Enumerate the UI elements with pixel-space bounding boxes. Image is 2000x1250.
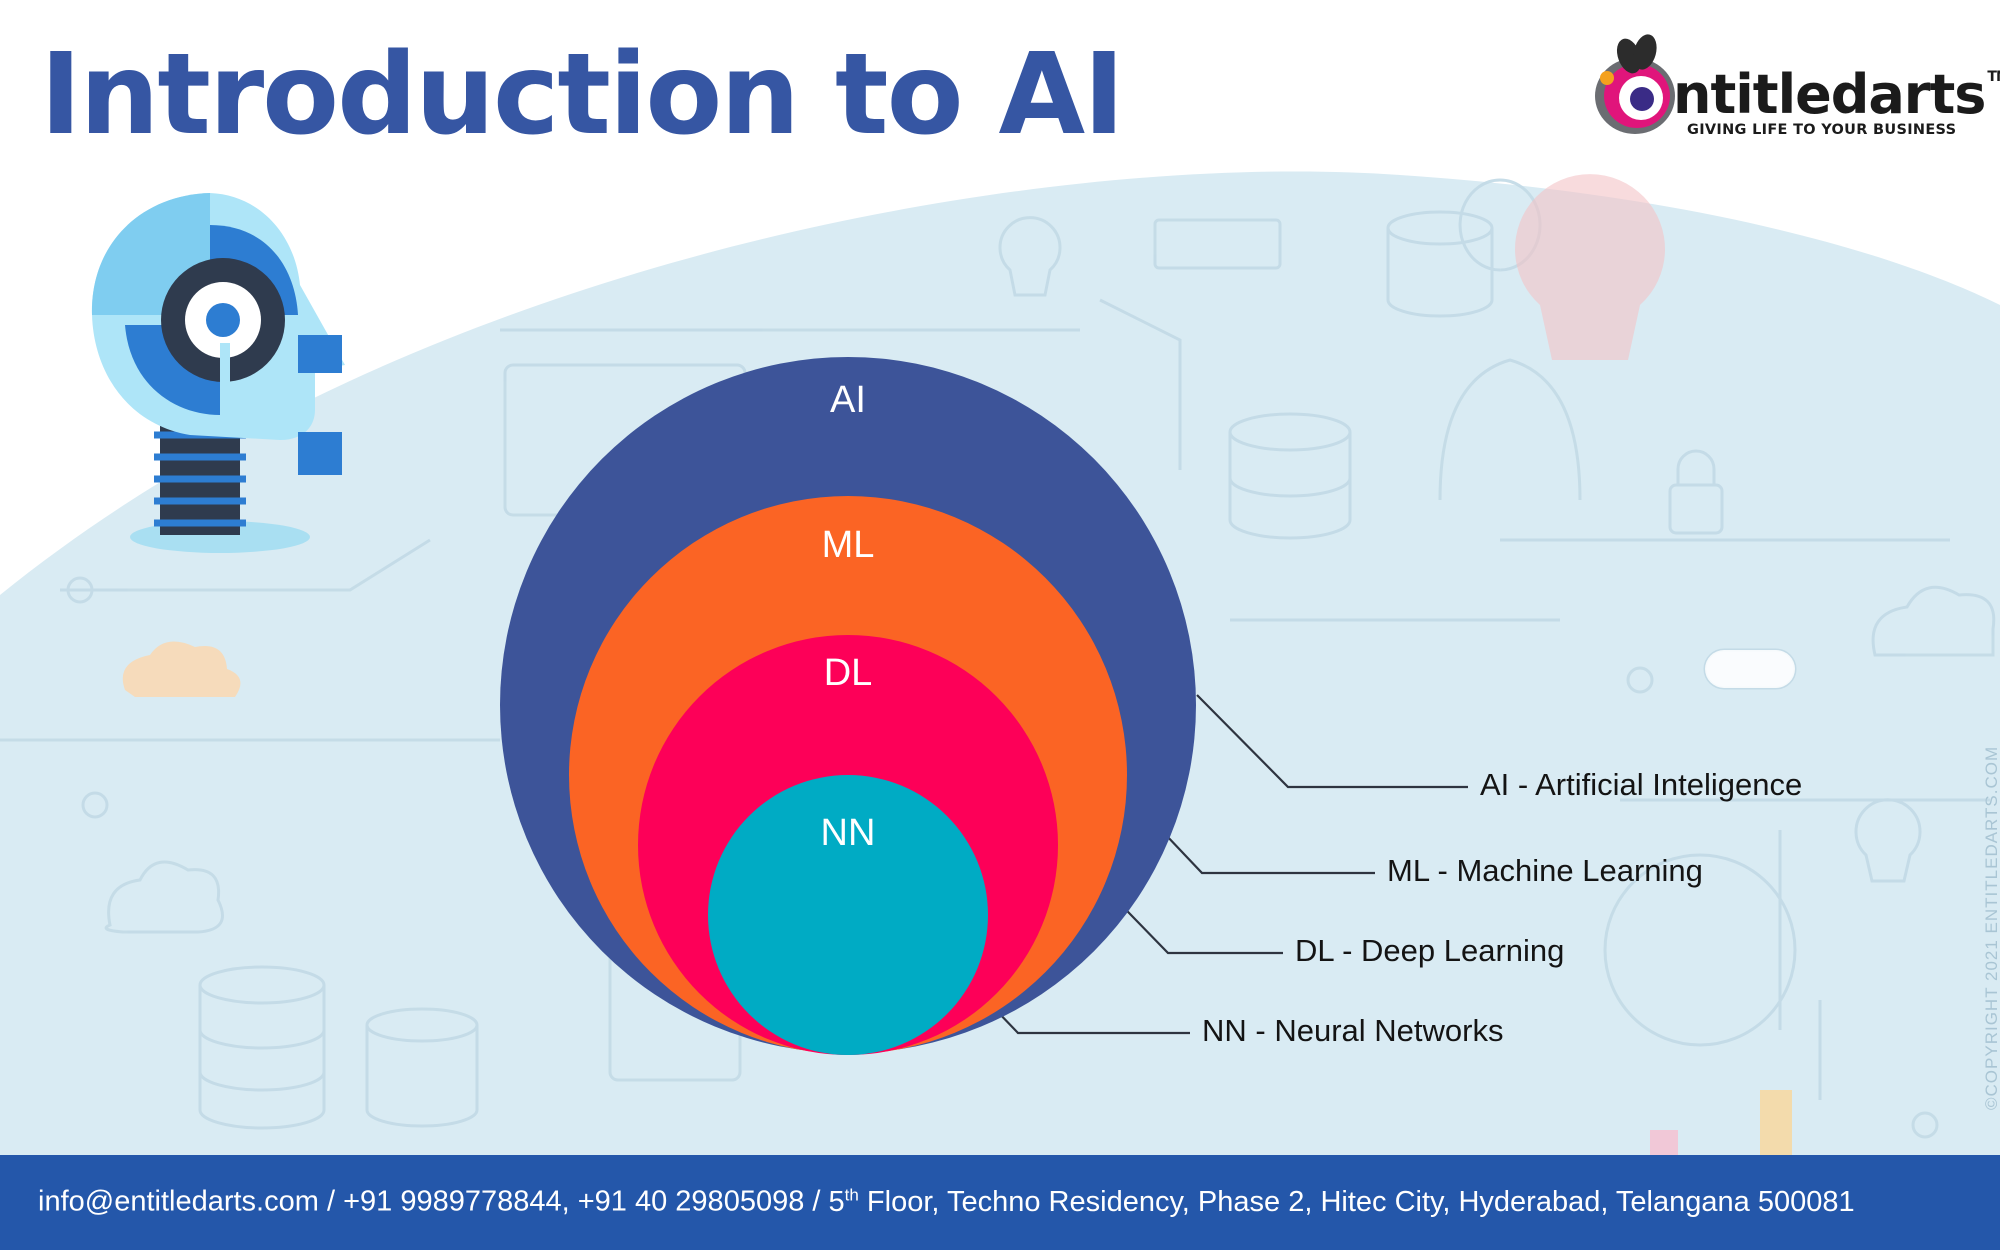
- circle-nn: [708, 775, 988, 1055]
- footer-contact-text: info@entitledarts.com / +91 9989778844, …: [38, 1185, 1855, 1218]
- circle-label-ml: ML: [822, 524, 875, 566]
- footer-email-link[interactable]: info@entitledarts.com: [38, 1185, 319, 1218]
- footer-address: 5th Floor, Techno Residency, Phase 2, Hi…: [828, 1185, 1855, 1218]
- footer-phone-numbers[interactable]: +91 9989778844, +91 40 29805098: [343, 1185, 805, 1218]
- brand-logo[interactable]: ntitledartsTM GIVING LIFE TO YOUR BUSINE…: [1585, 30, 2000, 150]
- legend-dl: DL - Deep Learning: [1295, 933, 1564, 968]
- circle-label-nn: NN: [821, 812, 876, 854]
- logo-mark-icon: [1595, 34, 1675, 134]
- logo-tagline: GIVING LIFE TO YOUR BUSINESS: [1687, 122, 1957, 138]
- legend-ml: ML - Machine Learning: [1387, 853, 1703, 888]
- page-title: Introduction to AI: [40, 30, 1125, 160]
- leader-line-ai: [1196, 694, 1468, 789]
- contact-footer: info@entitledarts.com / +91 9989778844, …: [0, 1155, 2000, 1250]
- legend-nn: NN - Neural Networks: [1202, 1013, 1503, 1048]
- logo-wordmark: ntitledartsTM: [1673, 63, 2000, 126]
- circle-label-dl: DL: [824, 652, 873, 694]
- copyright-watermark: ©COPYRIGHT 2021 ENTITLEDARTS.COM: [1982, 745, 2000, 1110]
- legend-ai: AI - Artificial Inteligence: [1480, 767, 1802, 802]
- nested-circles-diagram: AI ML DL NN AI - Artificial Inteligence ML -…: [500, 357, 1802, 1055]
- circle-label-ai: AI: [830, 379, 866, 421]
- ai-head-icon: [91, 193, 345, 553]
